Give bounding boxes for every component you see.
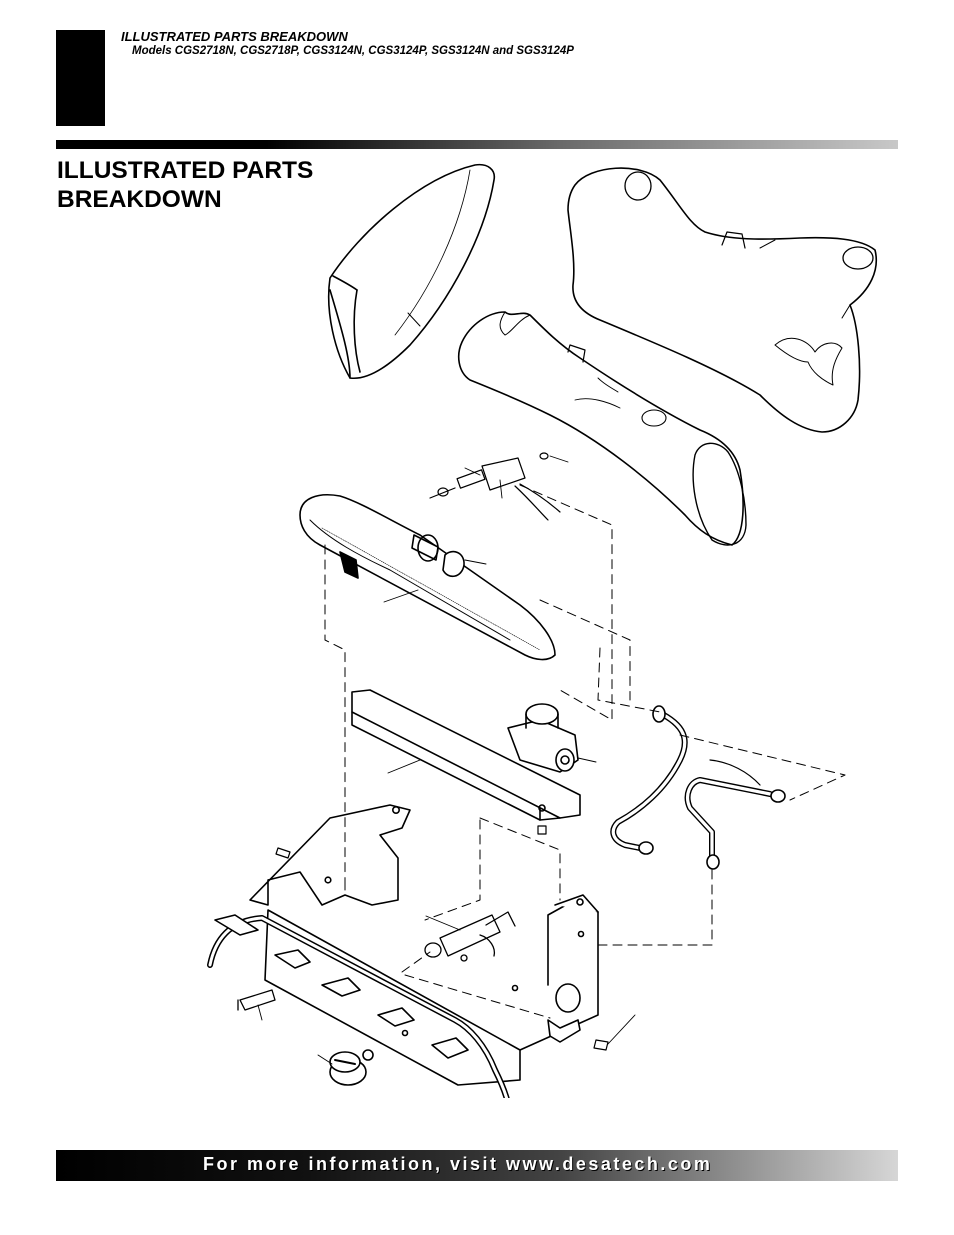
front-log-part xyxy=(327,163,496,380)
control-knob-part xyxy=(317,1049,374,1086)
control-valve-part xyxy=(424,911,516,962)
piezo-igniter-part xyxy=(237,989,276,1021)
assembly-guide-lines xyxy=(324,484,846,1019)
header-models: Models CGS2718N, CGS2718P, CGS3124N, CGS… xyxy=(132,45,574,57)
pilot-assembly-part xyxy=(429,452,569,521)
header-rule xyxy=(56,140,898,149)
gas-tube-part xyxy=(610,705,688,855)
grate-part xyxy=(207,914,510,1098)
rear-log-part xyxy=(567,167,877,433)
section-title: ILLUSTRATED PARTS BREAKDOWN xyxy=(57,156,377,214)
screw-part xyxy=(275,825,636,1051)
section-title-line2: BREAKDOWN xyxy=(57,186,222,213)
burner-tube-part xyxy=(684,759,786,870)
base-assembly-part xyxy=(249,804,599,1086)
middle-log-part xyxy=(457,311,747,546)
footer-website-text: For more information, visit www.desatech… xyxy=(203,1154,713,1174)
header-title: ILLUSTRATED PARTS BREAKDOWN xyxy=(121,29,348,44)
burner-bracket-part xyxy=(351,689,581,821)
footer-bar xyxy=(56,1150,898,1181)
section-title-line1: ILLUSTRATED PARTS xyxy=(57,157,314,184)
page-tab-block xyxy=(56,30,105,126)
burner-part xyxy=(299,494,556,661)
gas-regulator-part xyxy=(507,703,597,773)
exploded-parts-diagram xyxy=(207,163,877,1098)
